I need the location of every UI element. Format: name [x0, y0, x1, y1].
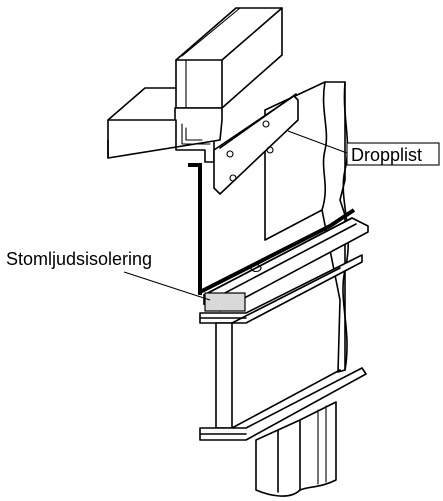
dropplist-label: Dropplist	[351, 145, 422, 165]
support-column	[255, 401, 337, 497]
stomljudsisolering-label: Stomljudsisolering	[6, 249, 152, 269]
dropplist-leader	[287, 130, 348, 154]
dropplist-batten	[213, 93, 299, 195]
wall-edge-line	[188, 163, 356, 295]
stomljudsisolering-leader	[123, 271, 211, 301]
insulation-strip	[204, 292, 246, 312]
lower-beam-assembly	[199, 217, 369, 441]
dropplist-label-box	[346, 142, 440, 166]
